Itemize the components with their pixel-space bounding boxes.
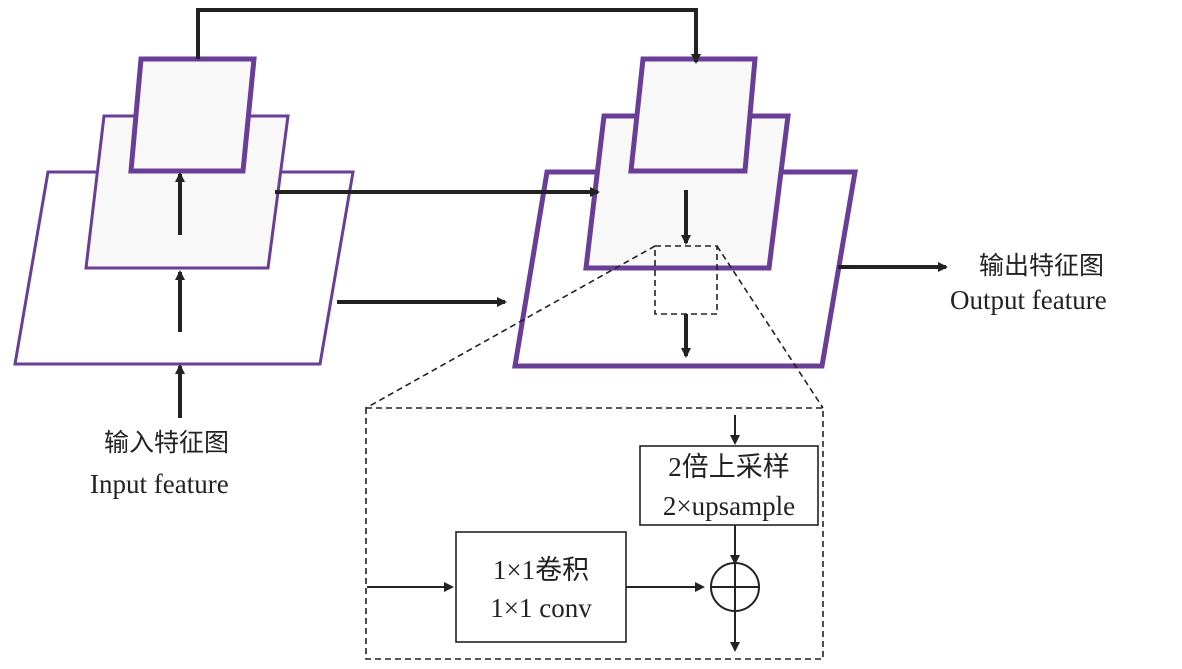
element-wise-add-icon [710,562,760,612]
output-pyramid [512,56,858,369]
output-label-en: Output feature [950,285,1107,315]
upsample-box [639,445,819,526]
zoom-line-left [365,245,656,409]
conv-box [455,531,627,643]
conv-label-line2: 1×1 conv [490,593,592,623]
detail-region [365,407,824,660]
input-level-3-map [128,56,257,174]
output-label-zh: 输出特征图 [979,251,1105,280]
input-pyramid [13,56,355,366]
lateral-arrow-top [196,8,701,64]
conv-label-line1: 1×1卷积 [492,555,590,585]
zoom-source-box [654,245,718,315]
upsample-label-line1: 2倍上采样 [668,452,790,482]
output-level-3-map [628,56,758,174]
zoom-line-right [716,245,824,409]
input-label-zh: 输入特征图 [104,428,230,457]
input-label-en: Input feature [90,469,229,499]
upsample-label-line2: 2×upsample [662,491,796,521]
